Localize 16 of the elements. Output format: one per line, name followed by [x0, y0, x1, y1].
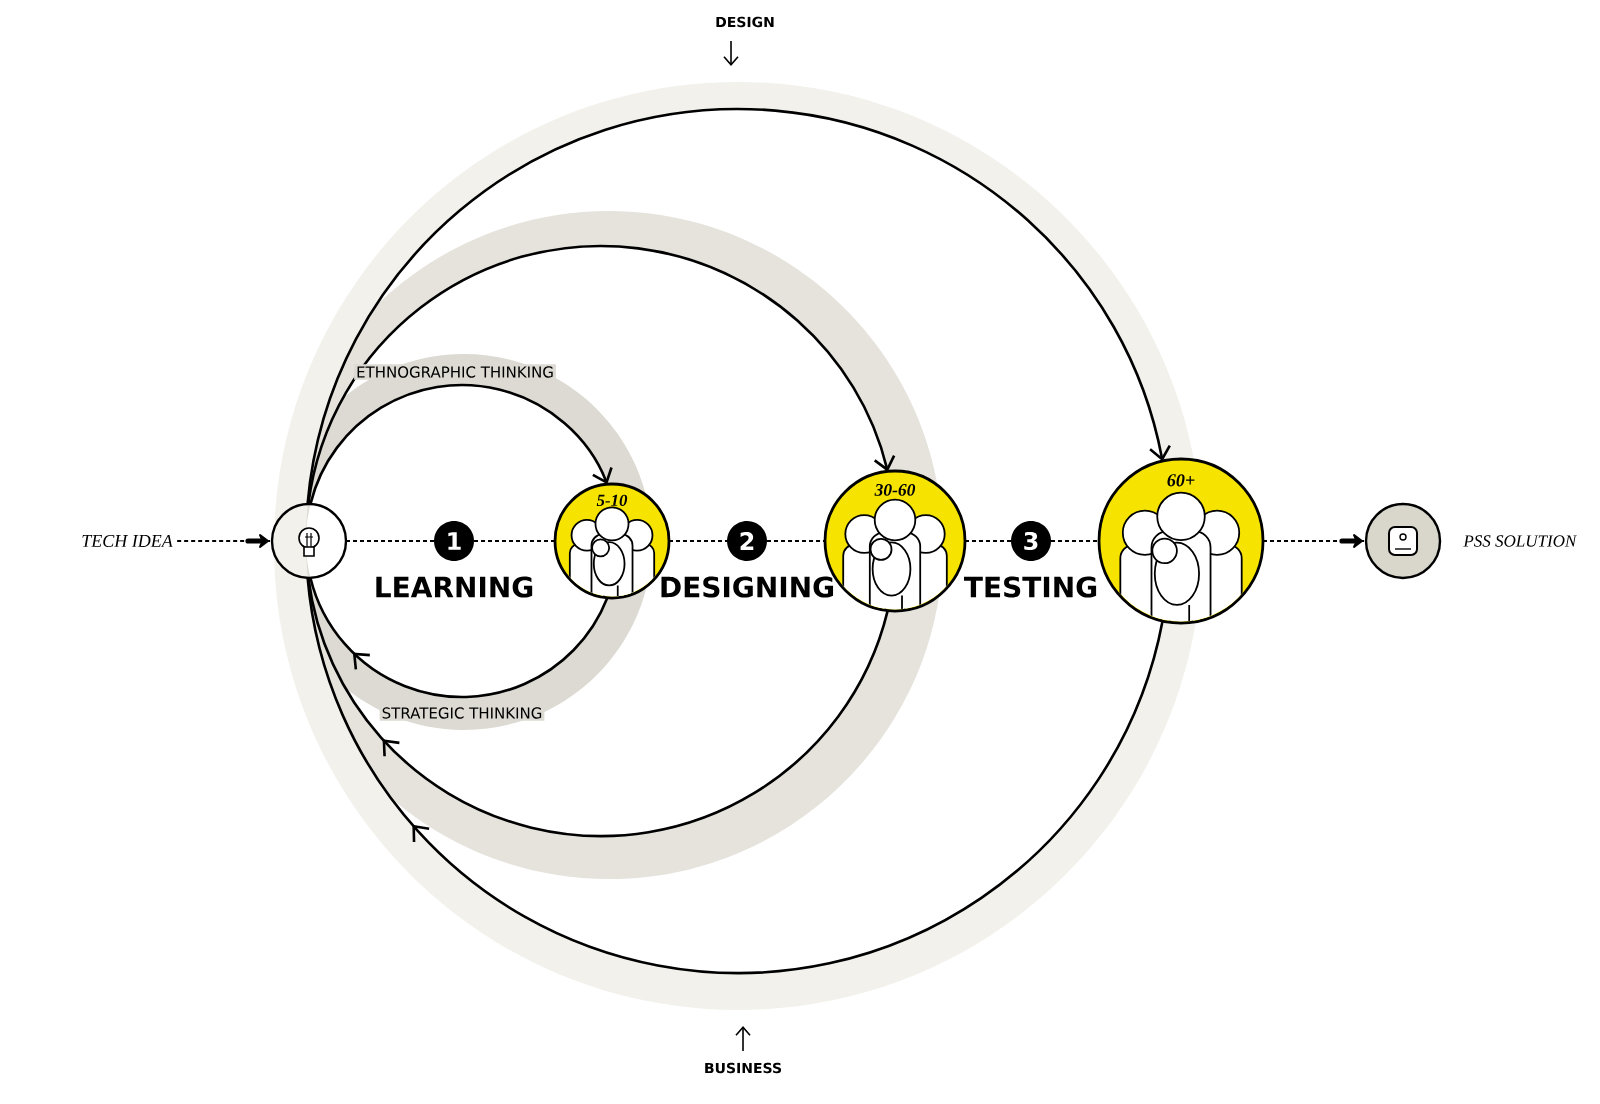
bulb-circle	[270, 502, 348, 580]
step-label: LEARNING	[376, 576, 533, 598]
loop-arrow	[309, 383, 613, 505]
step-number: 3	[1011, 521, 1051, 561]
edge-label: ETHNOGRAPHIC THINKING	[354, 364, 556, 380]
direction-label: DESIGN	[716, 16, 774, 28]
arrow	[176, 534, 271, 548]
input-label: TECH IDEA	[82, 534, 173, 548]
step-number: 1	[434, 521, 474, 561]
direction-label: BUSINESS	[705, 1062, 782, 1074]
output-label: PSS SOLUTION	[1463, 535, 1578, 547]
arrow	[1262, 534, 1365, 548]
loop-arrow	[306, 108, 1171, 504]
step-number: 2	[727, 521, 767, 561]
edge-label: STRATEGIC THINKING	[379, 705, 545, 721]
loop-arrow	[307, 244, 896, 504]
